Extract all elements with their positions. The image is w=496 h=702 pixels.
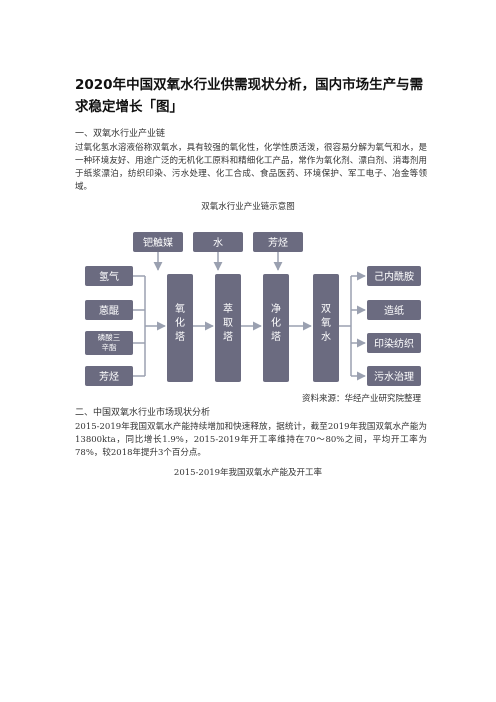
- top-input-2-label: 水: [213, 237, 223, 249]
- industry-chain-diagram: 钯触媒 水 芳烃 氢气 蒽醌 磷酸三 辛脂 芳烃: [85, 232, 421, 386]
- left-input-3-label: 磷酸三: [98, 332, 121, 342]
- section-heading-1: 一、双氧水行业产业链: [75, 129, 166, 139]
- figure-caption-1: 双氧水行业产业链示意图: [201, 202, 295, 212]
- left-input-1-label: 氢气: [99, 270, 119, 283]
- stage-1-label: 氧化塔: [175, 302, 185, 343]
- top-input-1-label: 钯触媒: [143, 236, 173, 249]
- section-body-2: 2015-2019年我国双氧水产能持续增加和快速释放，据统计，截至2019年我国…: [75, 422, 427, 458]
- left-input-4: 芳烃: [85, 366, 133, 386]
- output-4: 污水治理: [367, 366, 421, 386]
- output-2-label: 造纸: [384, 304, 404, 317]
- top-input-3: 芳烃: [253, 232, 303, 252]
- output-3: 印染纺织: [367, 333, 421, 353]
- top-input-3-label: 芳烃: [268, 236, 288, 249]
- stage-3-label: 净化塔: [271, 302, 281, 343]
- left-input-4-label: 芳烃: [99, 370, 119, 383]
- product-hydrogen-peroxide: 双氧水: [313, 274, 339, 382]
- section-heading-2: 二、中国双氧水行业市场现状分析: [75, 408, 211, 418]
- stage-2-label: 萃取塔: [223, 303, 233, 343]
- top-input-2: 水: [193, 232, 243, 252]
- output-4-label: 污水治理: [374, 370, 414, 383]
- left-input-2: 蒽醌: [85, 300, 133, 320]
- output-1-label: 己内酰胺: [374, 270, 414, 283]
- left-input-1: 氢气: [85, 266, 133, 286]
- section-body-1: 过氧化氢水溶液俗称双氧水，具有较强的氧化性，化学性质活泼，很容易分解为氧气和水，…: [75, 143, 427, 192]
- stage-oxidation-tower: 氧化塔: [167, 274, 193, 382]
- stage-purification-tower: 净化塔: [263, 274, 289, 382]
- left-input-3-label-line2: 辛脂: [102, 342, 117, 352]
- left-input-2-label: 蒽醌: [99, 304, 119, 317]
- output-1: 己内酰胺: [367, 266, 421, 286]
- output-3-label: 印染纺织: [374, 337, 414, 350]
- left-input-3: 磷酸三 辛脂: [85, 331, 133, 355]
- product-label: 双氧水: [321, 303, 331, 343]
- figure-caption-2: 2015-2019年我国双氧水产能及开工率: [173, 468, 323, 478]
- source-note: 资料来源：华经产业研究院整理: [301, 394, 421, 404]
- article-title: 2020年中国双氧水行业供需现状分析，国内市场生产与需求稳定增长「图」: [75, 77, 424, 115]
- output-2: 造纸: [367, 300, 421, 320]
- top-input-1: 钯触媒: [133, 232, 183, 252]
- stage-extraction-tower: 萃取塔: [215, 274, 241, 382]
